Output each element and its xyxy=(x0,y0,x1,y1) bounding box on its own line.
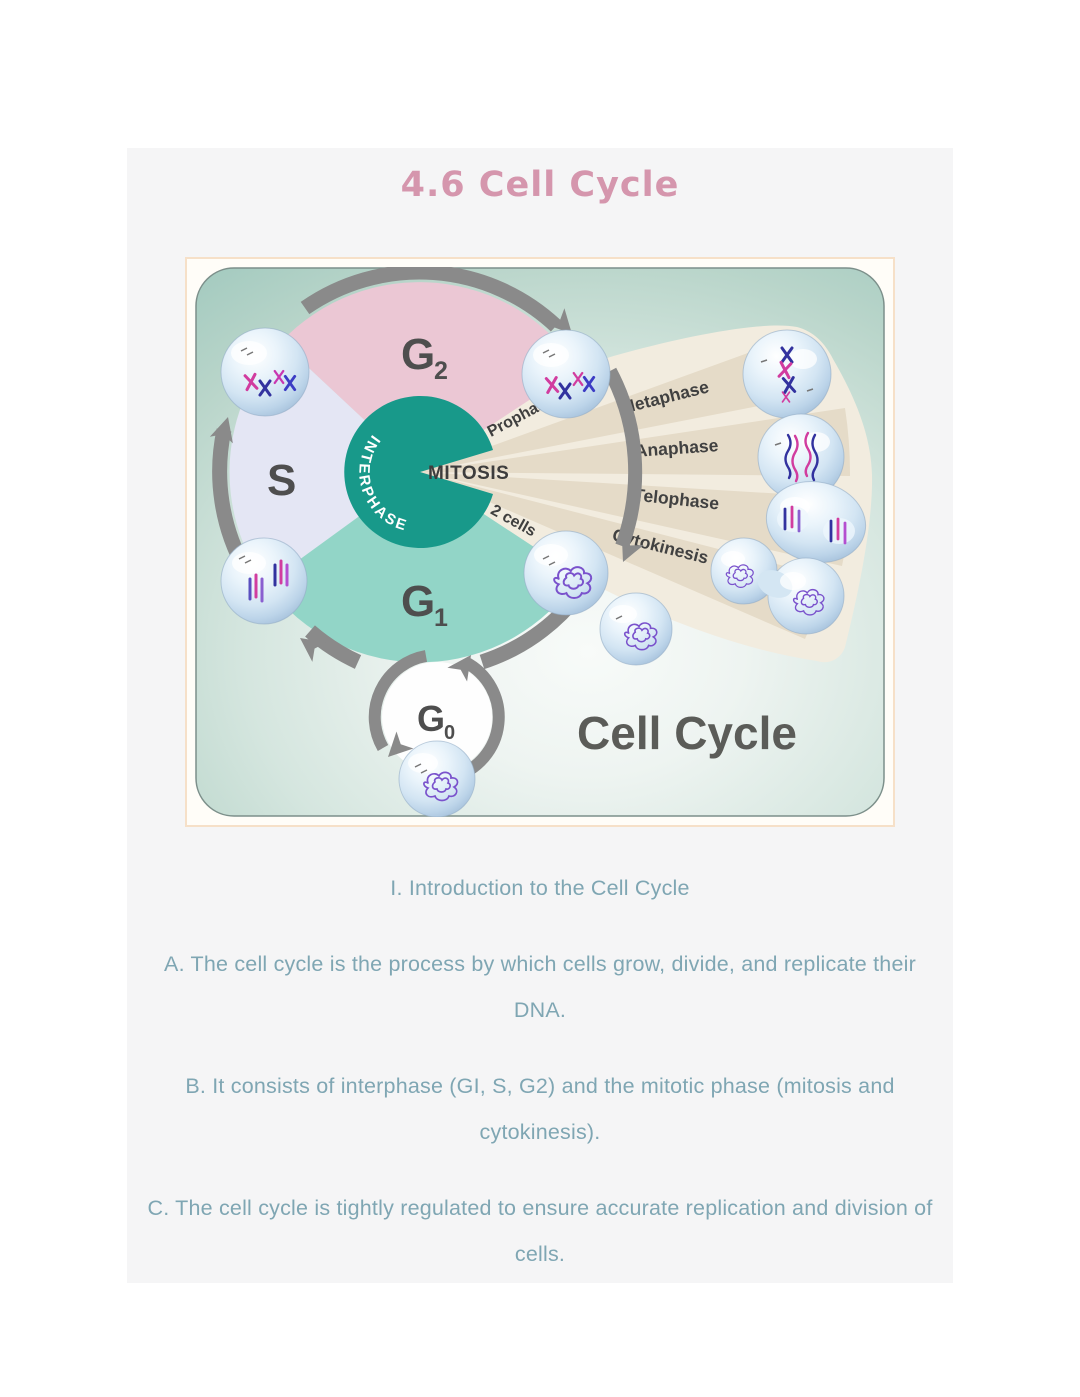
cell-daughter-1 xyxy=(523,530,609,616)
worksheet-page: 4.6 Cell Cycle xyxy=(127,148,953,1283)
cell-g1-s xyxy=(220,537,308,625)
cell-metaphase xyxy=(742,329,832,419)
cell-g0 xyxy=(398,740,476,817)
label-g0: G xyxy=(417,698,445,739)
figure-caption: Cell Cycle xyxy=(577,707,797,759)
cell-cytokinesis xyxy=(710,537,845,635)
label-g2-sub: 2 xyxy=(434,357,448,385)
label-g1-sub: 1 xyxy=(434,604,448,632)
note-item-b: B. It consists of interphase (GI, S, G2)… xyxy=(185,1074,895,1144)
cell-s-g2 xyxy=(220,327,310,417)
cell-cycle-figure: Prophase Metaphase Anaphase Telophase Cy… xyxy=(185,257,895,827)
label-s: S xyxy=(267,456,296,505)
mitosis-label: MITOSIS xyxy=(428,463,509,484)
cell-cycle-diagram: Prophase Metaphase Anaphase Telophase Cy… xyxy=(195,267,885,817)
page-title: 4.6 Cell Cycle xyxy=(400,165,680,205)
label-g1: G xyxy=(401,577,435,626)
notes-heading: I. Introduction to the Cell Cycle xyxy=(390,876,690,900)
cell-prophase xyxy=(521,329,611,419)
ring-arc-top xyxy=(300,267,562,332)
cell-daughter-2 xyxy=(599,592,673,666)
ring-arc-bottom-left xyxy=(305,625,362,669)
note-item-a: A. The cell cycle is the process by whic… xyxy=(164,952,916,1022)
sector-g2 xyxy=(281,282,579,472)
label-g0-sub: 0 xyxy=(444,722,455,744)
g0-loop-left xyxy=(368,650,428,751)
ring-arc-mitosis xyxy=(603,367,643,549)
label-g2: G xyxy=(401,330,435,379)
sector-g1 xyxy=(266,472,579,663)
cell-telophase xyxy=(765,481,867,563)
notes-section: I. Introduction to the Cell Cycle A. The… xyxy=(127,865,953,1277)
note-item-c: C. The cell cycle is tightly regulated t… xyxy=(147,1196,933,1266)
g0-circle xyxy=(382,662,492,772)
interphase-disc xyxy=(344,396,493,549)
